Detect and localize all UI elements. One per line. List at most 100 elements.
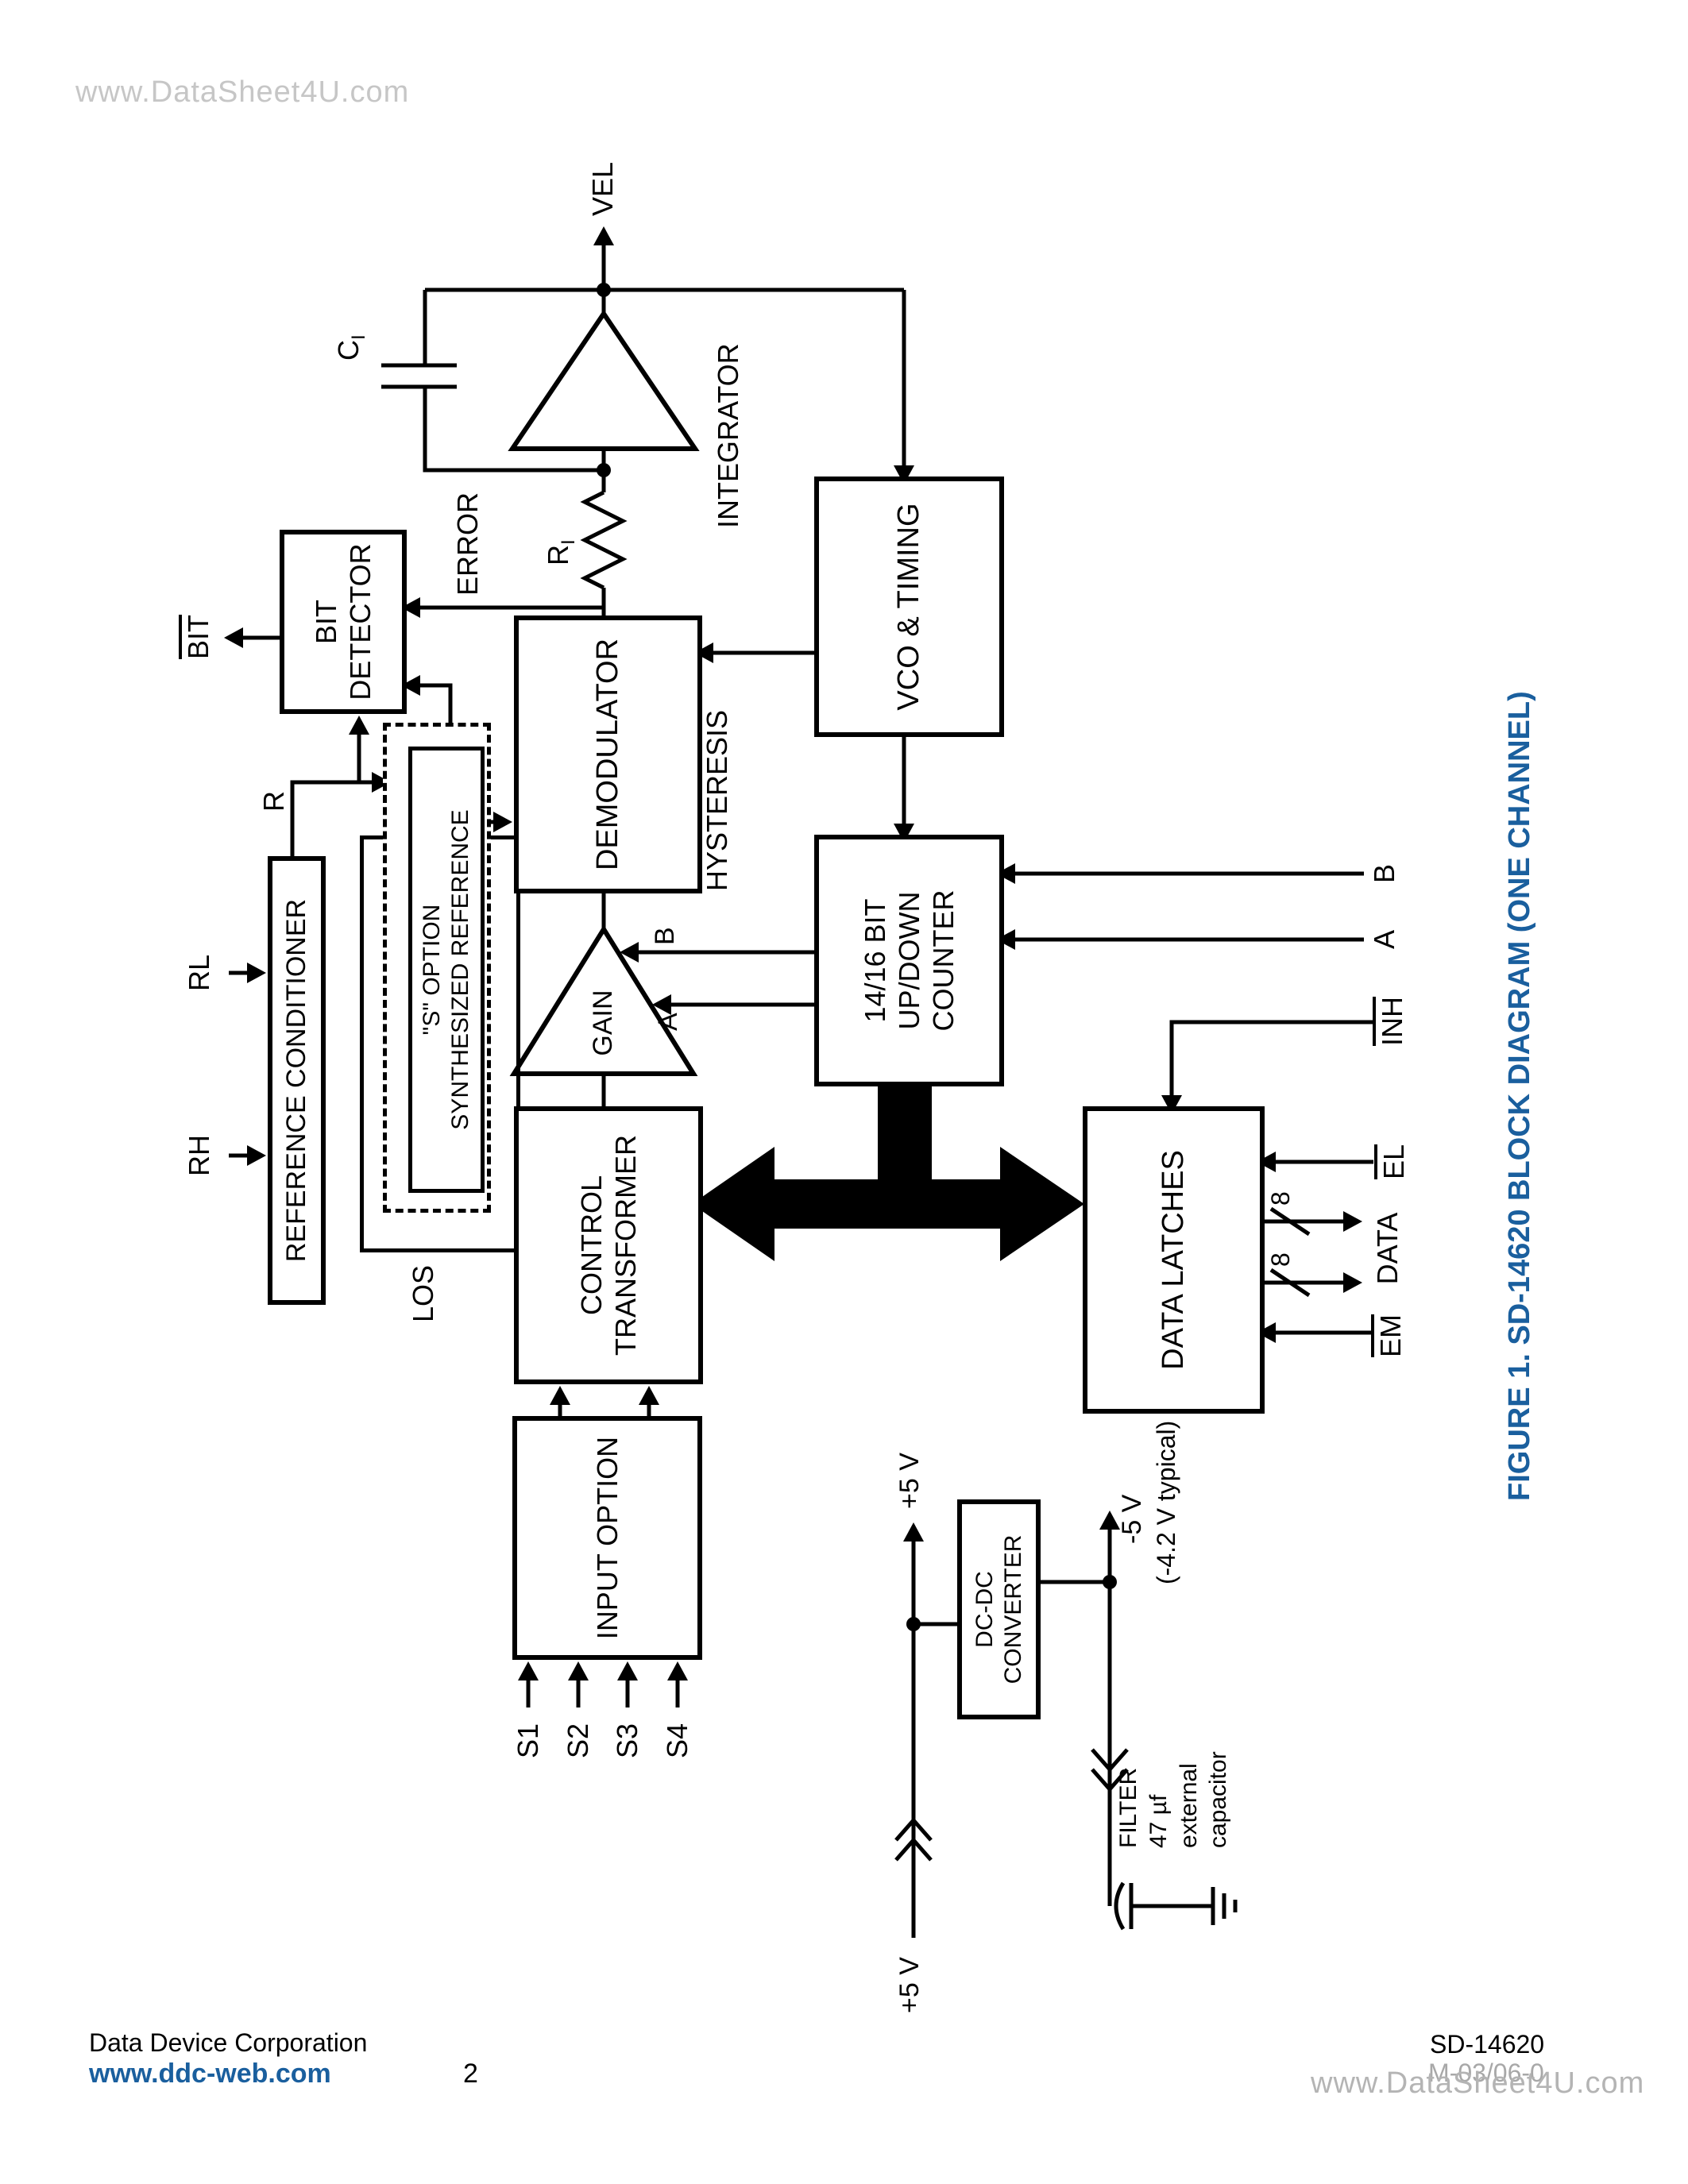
bus-arrow-into-latches <box>1000 1147 1084 1261</box>
vel-label: VEL <box>586 161 619 216</box>
arrow-s2 <box>568 1661 589 1680</box>
junction-dot-integrator-in <box>597 463 611 477</box>
gain-triangle <box>509 924 698 1076</box>
el-label: EL <box>1374 1142 1410 1182</box>
ri-main: R <box>542 545 574 565</box>
gain-label: GAIN <box>588 990 618 1056</box>
minus5-note-label: (-4.2 V typical) <box>1152 1420 1180 1584</box>
arrow-into-ct-1 <box>550 1386 570 1405</box>
rl-label: RL <box>183 954 215 992</box>
hysteresis-label: HYSTERESIS <box>701 709 733 891</box>
footer-revision: M-03/06-0 <box>1428 2059 1544 2087</box>
arrow-plus5-out <box>903 1522 924 1542</box>
demodulator-block: DEMODULATOR <box>514 615 702 893</box>
control-transformer-label-line2: TRANSFORMER <box>609 1135 642 1356</box>
bus-arrow-into-ct <box>692 1147 774 1261</box>
inh-label-text: INH <box>1373 997 1408 1046</box>
counter-label-line3: COUNTER <box>927 889 960 1032</box>
junction-dot-plus5 <box>906 1617 921 1631</box>
arrow-synthref-into-bitdet <box>401 675 420 696</box>
dcdc-label-line1: DC-DC <box>971 1571 998 1648</box>
footer-website-link[interactable]: www.ddc-web.com <box>89 2059 331 2089</box>
arrow-em-into-latches <box>1257 1322 1276 1343</box>
arrow-a-into-gain <box>652 994 671 1015</box>
filter-note-line4: capacitor <box>1205 1751 1232 1848</box>
figure-caption: FIGURE 1. SD-14620 BLOCK DIAGRAM (ONE CH… <box>1503 691 1536 1501</box>
arrow-data-out-2 <box>1343 1272 1362 1293</box>
filter-note-line2: 47 µf <box>1145 1794 1172 1848</box>
bus-stub-to-counter <box>878 1085 932 1179</box>
arrow-data-out-1 <box>1343 1211 1362 1232</box>
footer-company: Data Device Corporation <box>89 2028 368 2057</box>
ci-sub: I <box>348 334 369 340</box>
filter-break-chevron-1 <box>1091 1768 1129 1792</box>
filter-break-chevron-2 <box>1091 1748 1129 1773</box>
arrow-inh-into-latches <box>1161 1095 1182 1114</box>
arrow-el-into-latches <box>1257 1152 1276 1172</box>
data-latches-label: DATA LATCHES <box>1156 1150 1190 1370</box>
footer-doc-id: SD-14620 <box>1430 2030 1545 2059</box>
r-label: R <box>257 791 290 812</box>
ci-branch-left <box>423 388 604 473</box>
inh-label: INH <box>1373 993 1408 1050</box>
s-option-inner-box: "S" OPTION SYNTHESIZED REFERENCE <box>408 747 485 1193</box>
bus-width-label-1: 8 <box>1266 1191 1295 1206</box>
bit-label-text: BIT <box>179 615 214 660</box>
s-option-label-line1: "S" OPTION <box>419 904 445 1036</box>
junction-dot-minus5 <box>1103 1575 1117 1589</box>
plus5-supply-label: +5 V <box>894 1957 925 2013</box>
arrow-into-vco <box>894 465 914 484</box>
bit-detector-label-line2: DETECTOR <box>344 543 377 700</box>
control-transformer-block: CONTROL TRANSFORMER <box>514 1106 703 1384</box>
arrow-r-into-bitdet <box>349 716 369 735</box>
filter-note-line3: external <box>1175 1763 1202 1848</box>
data-slash-1 <box>1269 1206 1311 1237</box>
dcdc-label-line2: CONVERTER <box>999 1534 1026 1684</box>
b-ext-label: B <box>1368 864 1400 884</box>
ri-sub: I <box>558 539 579 545</box>
filter-note-line1: FILTER <box>1115 1767 1141 1848</box>
arrow-error-into-bitdet <box>401 597 420 618</box>
ri-resistor <box>580 490 628 590</box>
vco-timing-block: VCO & TIMING <box>814 477 1004 737</box>
counter-block: 14/16 BIT UP/DOWN COUNTER <box>814 835 1004 1086</box>
s2-label: S2 <box>562 1723 594 1758</box>
data-label: DATA <box>1371 1212 1404 1285</box>
bus-shaft <box>767 1179 1007 1229</box>
counter-label-line2: UP/DOWN <box>892 891 925 1030</box>
watermark-bottom: www.DataSheet4U.com <box>1311 2066 1645 2100</box>
junction-dot-vel <box>597 283 611 297</box>
s4-label: S4 <box>661 1723 693 1758</box>
el-label-text: EL <box>1374 1144 1410 1180</box>
bit-label: BIT <box>179 605 214 669</box>
ci-main: C <box>332 340 365 361</box>
s3-label: S3 <box>611 1723 643 1758</box>
arrow-vel-out <box>593 226 614 245</box>
arrow-vco-into-demod <box>694 642 713 663</box>
em-label-text: EM <box>1371 1314 1407 1357</box>
control-transformer-label-line1: CONTROL <box>574 1175 608 1316</box>
counter-label-line1: 14/16 BIT <box>858 898 891 1023</box>
plus5-break-chevron-1 <box>894 1837 933 1862</box>
em-label: EM <box>1371 1314 1407 1358</box>
dc-dc-converter-block: DC-DC CONVERTER <box>957 1499 1041 1719</box>
arrow-into-ct-2 <box>639 1386 659 1405</box>
synthref-to-bit-wire <box>411 683 453 731</box>
bus-width-label-2: 8 <box>1266 1252 1295 1267</box>
rh-label: RH <box>183 1135 215 1176</box>
arrow-r-into-soption <box>372 772 391 793</box>
minus5-label: -5 V <box>1117 1494 1147 1544</box>
data-slash-2 <box>1269 1268 1311 1298</box>
s1-label: S1 <box>512 1723 544 1758</box>
demodulator-label: DEMODULATOR <box>590 638 624 871</box>
plus5-out-label: +5 V <box>894 1453 925 1509</box>
ci-label: CI <box>332 334 369 361</box>
arrow-vco-into-counter <box>894 824 914 843</box>
r-wire <box>290 780 386 866</box>
arrow-synthref-into-demod <box>493 812 512 832</box>
watermark-top: www.DataSheet4U.com <box>75 75 410 109</box>
footer-page-number: 2 <box>463 2059 478 2089</box>
arrow-s4 <box>667 1661 688 1680</box>
